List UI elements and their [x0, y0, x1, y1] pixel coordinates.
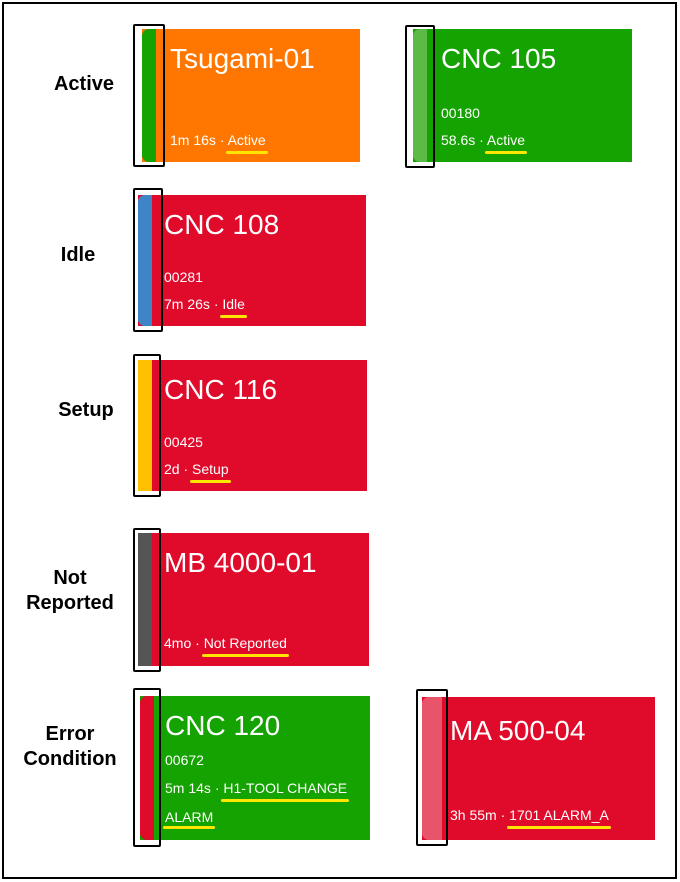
- status-line: 4mo · Not Reported: [164, 634, 287, 652]
- separator-dot: ·: [500, 807, 510, 823]
- status-line-continued: ALARM: [165, 808, 213, 826]
- status-line: 1m 16s · Active: [170, 131, 266, 149]
- machine-card-cnc-116[interactable]: CNC 116 00425 2d · Setup: [138, 360, 367, 491]
- status-stripe-error: [140, 696, 154, 840]
- highlight-box: [133, 688, 161, 847]
- row-label-setup: Setup: [58, 399, 114, 421]
- separator-dot: ·: [479, 132, 487, 148]
- status-duration: 2d: [164, 461, 180, 477]
- row-label-active: Active: [53, 73, 115, 95]
- status-text: Setup: [192, 461, 229, 477]
- row-label-line: Error: [45, 723, 95, 745]
- machine-name: MA 500-04: [450, 715, 586, 746]
- row-label-line: Condition: [23, 748, 117, 770]
- job-code: 00425: [164, 434, 203, 450]
- row-label-idle: Idle: [60, 244, 96, 266]
- separator-dot: ·: [213, 296, 223, 312]
- status-duration: 5m 14s: [165, 780, 211, 796]
- machine-card-cnc-105[interactable]: CNC 105 00180 58.6s · Active: [413, 29, 632, 162]
- highlight-box: [133, 528, 161, 672]
- status-line: 7m 26s · Idle: [164, 295, 245, 313]
- status-duration: 1m 16s: [170, 132, 216, 148]
- highlight-box: [133, 24, 165, 167]
- machine-name: CNC 105: [441, 43, 557, 74]
- status-text: Active: [227, 132, 266, 148]
- status-stripe-active: [142, 29, 156, 162]
- status-stripe-error: [422, 697, 442, 840]
- machine-name: Tsugami-01: [170, 43, 315, 74]
- status-stripe-setup: [138, 360, 152, 491]
- machine-name: CNC 120: [165, 710, 281, 741]
- status-stripe-active: [413, 29, 427, 162]
- highlight-box: [405, 25, 435, 168]
- row-label-line: Reported: [26, 592, 114, 614]
- machine-card-cnc-120[interactable]: CNC 120 00672 5m 14s · H1-TOOL CHANGE AL…: [140, 696, 370, 840]
- status-text-continued: ALARM: [165, 809, 214, 825]
- row-label-error-condition: Error Condition: [8, 722, 132, 772]
- separator-dot: ·: [219, 132, 228, 148]
- status-duration: 7m 26s: [164, 296, 210, 312]
- machine-name: CNC 116: [164, 374, 278, 405]
- status-stripe-idle: [138, 195, 152, 326]
- row-label-line: Not: [53, 567, 87, 589]
- status-line: 58.6s · Active: [441, 131, 525, 149]
- highlight-box: [133, 188, 163, 332]
- row-label-not-reported: Not Reported: [8, 566, 132, 616]
- status-text: H1-TOOL CHANGE: [223, 780, 348, 796]
- machine-name: MB 4000-01: [164, 547, 317, 578]
- status-duration: 3h 55m: [450, 807, 497, 823]
- highlight-box: [133, 354, 161, 497]
- job-code: 00672: [165, 752, 204, 768]
- machine-card-ma-500-04[interactable]: MA 500-04 3h 55m · 1701 ALARM_A: [422, 697, 655, 840]
- job-code: 00180: [441, 105, 480, 121]
- machine-card-tsugami-01[interactable]: Tsugami-01 1m 16s · Active: [142, 29, 360, 162]
- status-duration: 58.6s: [441, 132, 476, 148]
- job-code: 00281: [164, 269, 203, 285]
- status-line: 3h 55m · 1701 ALARM_A: [450, 806, 609, 824]
- separator-dot: ·: [214, 780, 224, 796]
- separator-dot: ·: [183, 461, 193, 477]
- status-line: 5m 14s · H1-TOOL CHANGE: [165, 779, 347, 797]
- highlight-box: [416, 689, 448, 846]
- status-text: Active: [486, 132, 526, 148]
- status-text: Idle: [222, 296, 245, 312]
- status-line: 2d · Setup: [164, 460, 229, 478]
- status-duration: 4mo: [164, 635, 192, 651]
- status-text: Not Reported: [203, 635, 287, 651]
- machine-card-mb-4000-01[interactable]: MB 4000-01 4mo · Not Reported: [138, 533, 369, 666]
- machine-name: CNC 108: [164, 209, 280, 240]
- status-stripe-not-reported: [138, 533, 152, 666]
- separator-dot: ·: [195, 635, 204, 651]
- status-text: 1701 ALARM_A: [509, 807, 609, 823]
- machine-card-cnc-108[interactable]: CNC 108 00281 7m 26s · Idle: [138, 195, 366, 326]
